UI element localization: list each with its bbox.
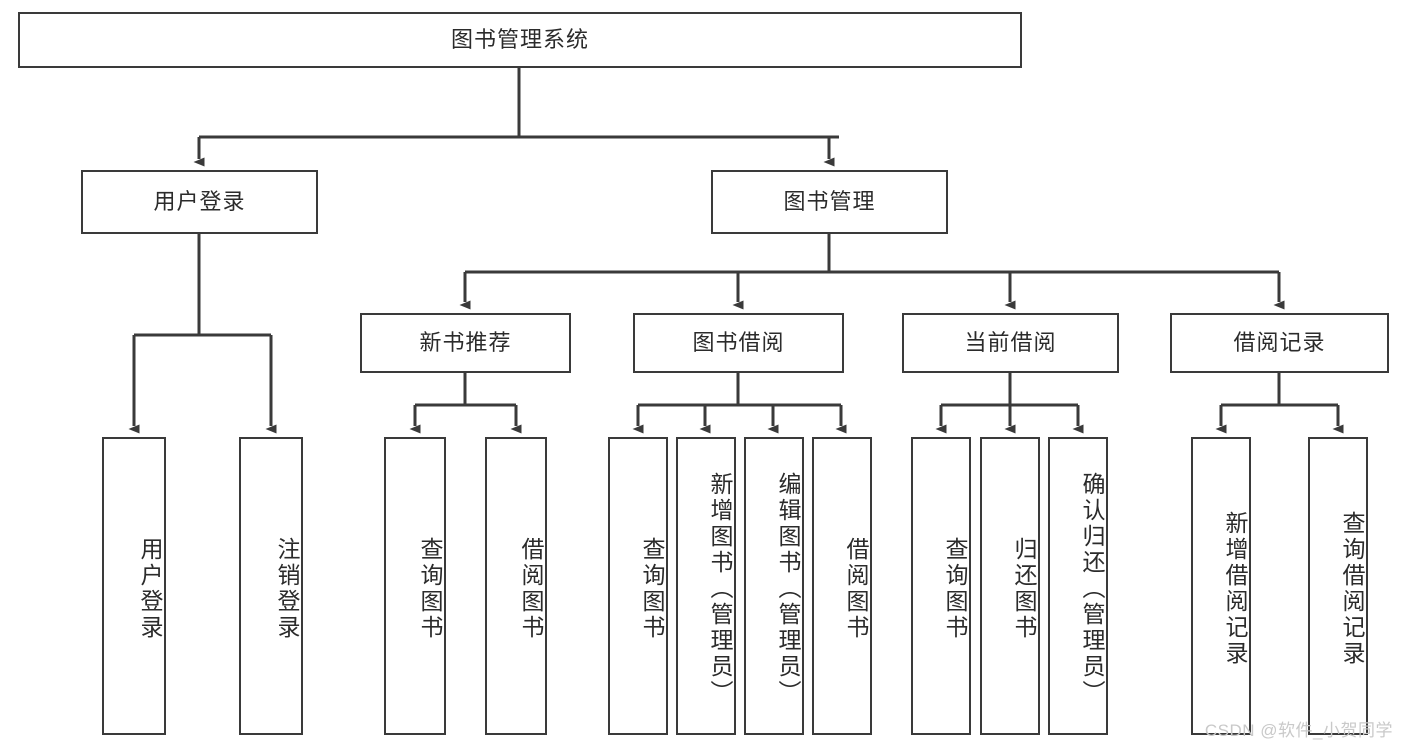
node-borrow-record[interactable]: 借阅记录 [1170, 313, 1389, 373]
leaf-user-login[interactable]: 用户登录 [102, 437, 166, 735]
leaf-add-borrow-record[interactable]: 新增借阅记录 [1191, 437, 1251, 735]
node-label: 借阅记录 [1233, 329, 1326, 355]
node-label: 用户登录 [153, 188, 246, 214]
node-label: 归还图书 [1011, 537, 1037, 641]
node-label: 借阅图书 [843, 537, 869, 641]
node-label: 图书借阅 [692, 329, 785, 355]
node-label: 用户登录 [137, 537, 163, 641]
node-label: 图书管理 [783, 188, 876, 214]
node-label: 编辑图书（管理员） [775, 472, 801, 706]
node-current-borrow[interactable]: 当前借阅 [902, 313, 1119, 373]
node-book-borrow[interactable]: 图书借阅 [633, 313, 844, 373]
node-label: 查询图书 [942, 537, 968, 641]
leaf-add-book-admin[interactable]: 新增图书（管理员） [676, 437, 736, 735]
leaf-confirm-return-admin[interactable]: 确认归还（管理员） [1048, 437, 1108, 735]
node-user-login[interactable]: 用户登录 [81, 170, 318, 234]
node-label: 查询图书 [639, 537, 665, 641]
leaf-query-book-2[interactable]: 查询图书 [608, 437, 668, 735]
leaf-query-book-3[interactable]: 查询图书 [911, 437, 971, 735]
node-root[interactable]: 图书管理系统 [18, 12, 1022, 68]
node-label: 图书管理系统 [450, 26, 589, 52]
node-new-book-rec[interactable]: 新书推荐 [360, 313, 571, 373]
leaf-query-book-1[interactable]: 查询图书 [384, 437, 446, 735]
node-label: 当前借阅 [964, 329, 1057, 355]
leaf-logout-login[interactable]: 注销登录 [239, 437, 303, 735]
leaf-borrow-book-2[interactable]: 借阅图书 [812, 437, 872, 735]
node-label: 注销登录 [274, 537, 300, 641]
node-book-manage[interactable]: 图书管理 [711, 170, 948, 234]
node-label: 确认归还（管理员） [1079, 472, 1105, 706]
watermark: CSDN @软件_小贺同学 [1204, 721, 1393, 740]
node-label: 新增借阅记录 [1222, 511, 1248, 667]
node-label: 查询图书 [417, 537, 443, 641]
node-label: 新增图书（管理员） [707, 472, 733, 706]
node-label: 借阅图书 [518, 537, 544, 641]
leaf-edit-book-admin[interactable]: 编辑图书（管理员） [744, 437, 804, 735]
leaf-return-book[interactable]: 归还图书 [980, 437, 1040, 735]
node-label: 新书推荐 [419, 329, 512, 355]
leaf-query-borrow-record[interactable]: 查询借阅记录 [1308, 437, 1368, 735]
leaf-borrow-book-1[interactable]: 借阅图书 [485, 437, 547, 735]
node-label: 查询借阅记录 [1339, 511, 1365, 667]
